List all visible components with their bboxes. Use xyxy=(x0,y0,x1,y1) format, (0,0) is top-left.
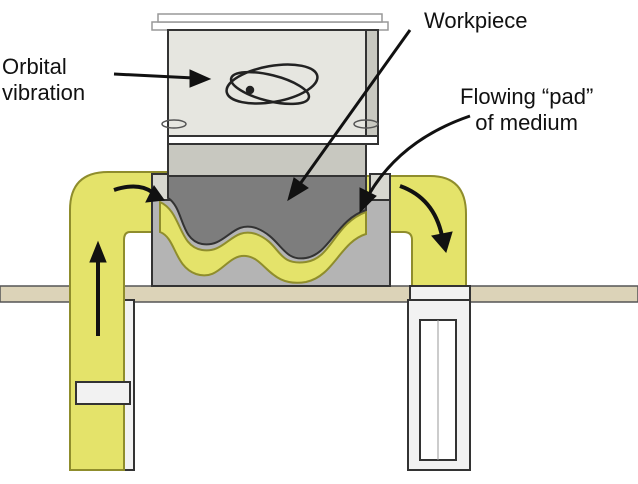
flowing-label-line2: of medium xyxy=(475,110,578,135)
workpiece-label: Workpiece xyxy=(424,8,528,33)
support-columns xyxy=(87,299,471,471)
flowing-medium-label: Flowing “pad” of medium xyxy=(460,84,593,136)
callout-arrows xyxy=(113,29,471,214)
medium-pad xyxy=(159,200,367,284)
orbital-vibration-label: Orbital vibration xyxy=(2,54,85,106)
workpiece-surface xyxy=(167,173,367,260)
flowing-label-line1: Flowing “pad” xyxy=(460,84,594,109)
workpiece-block xyxy=(151,13,389,177)
orbital-label-line1: Orbital xyxy=(2,54,67,79)
orbital-label-line2: vibration xyxy=(2,80,86,105)
flow-arrows xyxy=(89,184,453,336)
orbital-motion-symbol xyxy=(225,63,319,106)
left-pipe xyxy=(69,171,173,471)
